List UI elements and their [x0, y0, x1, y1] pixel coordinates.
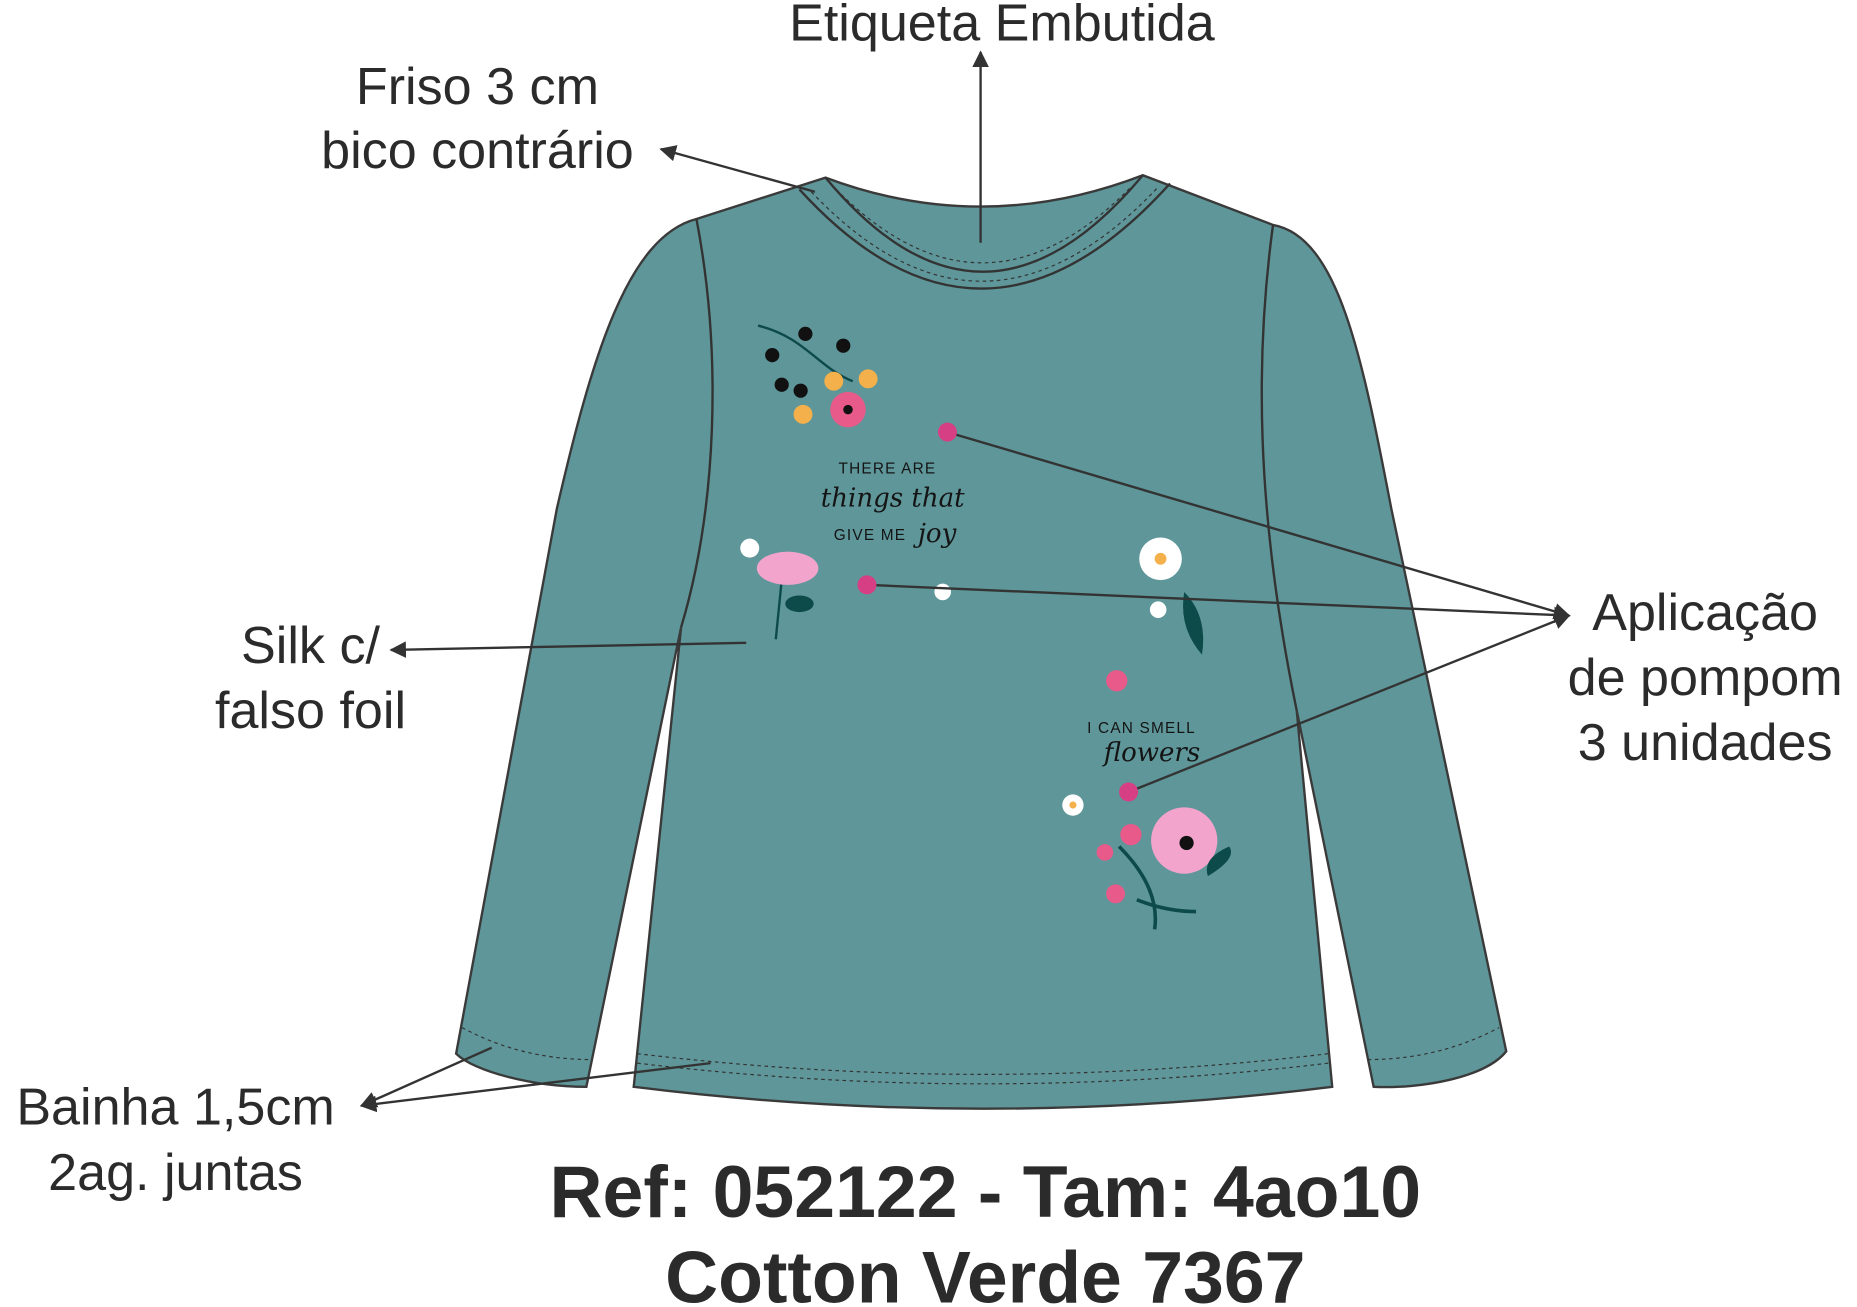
print-text-joy: joy: [913, 519, 957, 549]
pompom-arrow-2: [866, 583, 1571, 624]
print-text-there-are: THERE ARE: [839, 461, 937, 478]
flower-bouquet-bottom: [1062, 794, 1232, 930]
flower-left: [740, 538, 819, 640]
label-pompom-line3: 3 unidades: [1578, 714, 1833, 772]
label-bainha-line2: 2ag. juntas: [48, 1144, 303, 1202]
pompom-arrow-1: [947, 430, 1571, 620]
reference-line2: Cotton Verde 7367: [665, 1236, 1305, 1307]
label-bainha-line1: Bainha 1,5cm: [16, 1079, 334, 1137]
cuff-stitch-right: [1367, 1027, 1500, 1061]
label-friso-line2: bico contrário: [321, 122, 634, 180]
cuff-stitch-left: [461, 1027, 593, 1061]
tshirt-drawing: [454, 173, 1508, 1110]
bainha-arrow-2: [359, 1061, 711, 1113]
collar-rib: [798, 182, 1171, 290]
bainha-arrow-1: [359, 1046, 493, 1108]
print-text-flowers: flowers: [1102, 738, 1201, 768]
reference-line1: Ref: 052122 - Tam: 4ao10: [550, 1151, 1422, 1233]
label-silk-line1: Silk c/: [241, 617, 380, 675]
label-etiqueta: Etiqueta Embutida: [789, 0, 1215, 52]
label-friso-line1: Friso 3 cm: [356, 58, 599, 116]
collar-inner: [824, 174, 1144, 273]
friso-arrow: [659, 145, 816, 193]
tshirt-body: [454, 173, 1508, 1110]
print-text-give-me: GIVE ME: [834, 527, 906, 544]
print-text-things-that: things that: [821, 484, 965, 514]
print-text-i-can-smell: I CAN SMELL: [1087, 720, 1196, 737]
label-pompom-line1: Aplicação: [1592, 584, 1818, 642]
raglan-seam-right: [1260, 224, 1298, 711]
pompom-dot: [1119, 782, 1139, 802]
pompom-arrow-3: [1128, 613, 1571, 794]
flower-print: THERE ARE things that GIVE ME joy I CAN …: [740, 324, 1232, 930]
pompom-dot: [937, 422, 957, 442]
label-silk-line2: falso foil: [215, 682, 406, 740]
label-pompom-line2: de pompom: [1568, 649, 1843, 707]
collar-stitch: [810, 186, 1159, 282]
silk-arrow: [389, 641, 747, 658]
raglan-seam-left: [679, 218, 714, 628]
collar-stitch-2: [835, 186, 1132, 264]
flower-bouquet-top: [757, 324, 878, 428]
flower-right: [934, 537, 1204, 692]
pompom-dot: [857, 575, 877, 595]
